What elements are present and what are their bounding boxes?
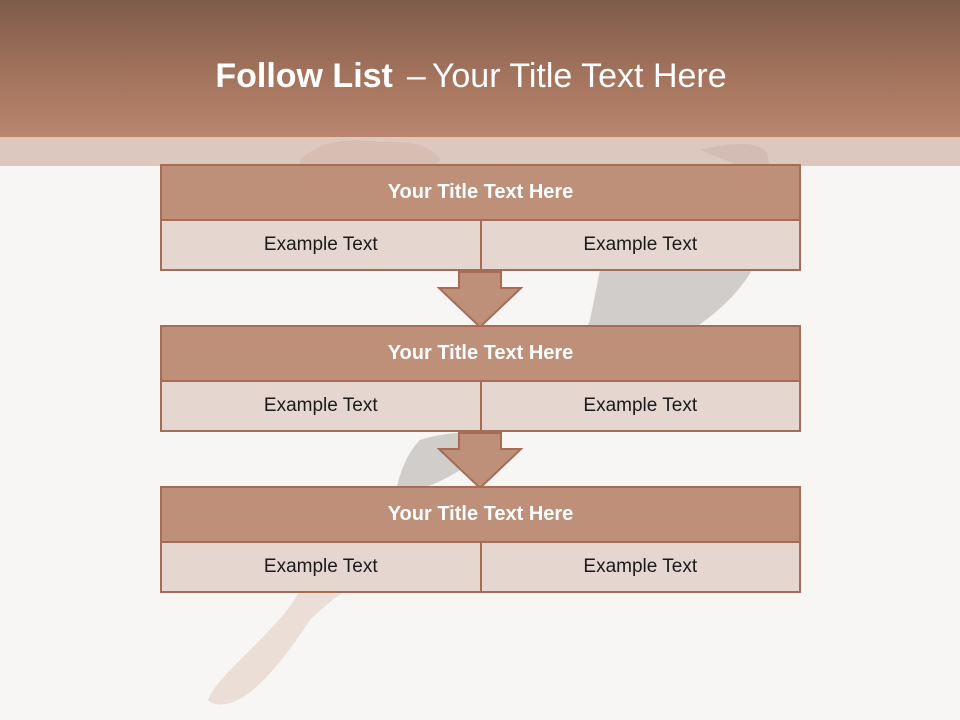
step-row: Example Text Example Text <box>160 221 801 271</box>
step-title: Your Title Text Here <box>160 164 801 221</box>
step-block-2: Your Title Text Here Example Text Exampl… <box>160 325 801 432</box>
step-cell-right: Example Text <box>479 221 800 269</box>
step-block-1: Your Title Text Here Example Text Exampl… <box>160 164 801 271</box>
step-cell-left: Example Text <box>263 234 378 255</box>
step-title: Your Title Text Here <box>160 325 801 382</box>
step-cell-right: Example Text <box>479 382 800 430</box>
step-block-3: Your Title Text Here Example Text Exampl… <box>160 486 801 593</box>
step-cell-left: Example Text <box>263 556 378 577</box>
down-arrow-icon <box>437 432 523 490</box>
page-title: Follow List–Your Title Text Here <box>0 52 942 100</box>
page-title-separator: – <box>406 57 426 95</box>
page-title-bold: Follow List <box>215 57 393 95</box>
page-title-rest: Your Title Text Here <box>431 57 727 95</box>
step-cell-left: Example Text <box>263 395 378 416</box>
step-title: Your Title Text Here <box>160 486 801 543</box>
step-row: Example Text Example Text <box>160 382 801 432</box>
down-arrow-icon <box>437 271 523 329</box>
header-band <box>0 137 960 166</box>
header-bar <box>0 0 960 137</box>
step-cell-right: Example Text <box>479 543 800 591</box>
step-row: Example Text Example Text <box>160 543 801 593</box>
